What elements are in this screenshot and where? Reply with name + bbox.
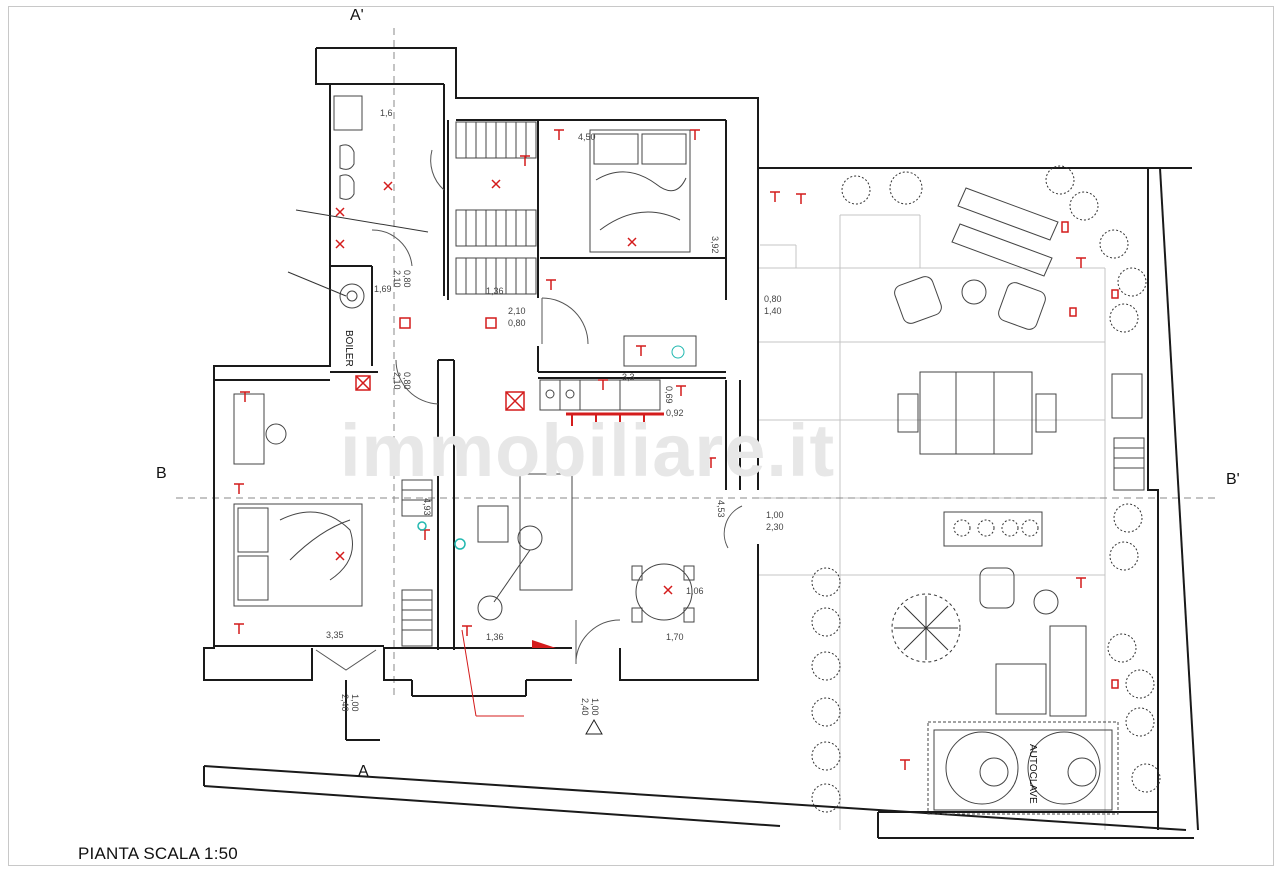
section-lines xyxy=(176,28,1218,700)
section-label-b-prime: B' xyxy=(1226,471,1240,488)
entrance-marker xyxy=(585,718,603,735)
section-label-a: A xyxy=(358,763,369,780)
terrace-grid xyxy=(758,214,1106,830)
dimension-label: 4,93 xyxy=(422,498,432,516)
walls xyxy=(203,47,1199,839)
living-furniture xyxy=(477,473,695,623)
dimension-label: 1,06 xyxy=(686,586,704,596)
dimension-label: 1,70 xyxy=(666,632,684,642)
dimension-label: 1,6 xyxy=(380,108,393,118)
door-swings xyxy=(315,149,743,671)
dimension-label: 2,40 xyxy=(580,698,590,716)
dimension-labels: 1,6 4,50 3,92 1,36 1,69 2,10 0,80 0,80 1… xyxy=(326,108,784,716)
dimension-label: 3,3 xyxy=(622,372,635,382)
beds xyxy=(233,129,691,607)
plan-caption: PIANTA SCALA 1:50 xyxy=(78,844,238,863)
dimension-label: 2,10 xyxy=(392,372,402,390)
terrace-furniture xyxy=(894,187,1145,815)
dimension-label: 1,36 xyxy=(486,286,504,296)
dimension-label: 4,53 xyxy=(716,500,726,518)
section-label-b: B xyxy=(156,465,167,482)
dimension-label: 4,50 xyxy=(578,132,596,142)
dimension-label: 2,30 xyxy=(766,522,784,532)
bathroom-fixtures xyxy=(333,95,365,309)
room-label-autoclave: AUTOCLAVE xyxy=(1027,744,1038,804)
room-label-boiler: BOILER xyxy=(343,330,354,367)
electrical-marks xyxy=(234,129,1119,770)
dimension-label: 0,80 xyxy=(402,372,412,390)
dimension-label: 1,00 xyxy=(350,694,360,712)
dimension-label: 1,69 xyxy=(374,284,392,294)
dimension-label: 1,36 xyxy=(486,632,504,642)
stairs xyxy=(401,121,537,647)
dimension-label: 0,69 xyxy=(664,386,674,404)
dimension-label: 0,80 xyxy=(764,294,782,304)
dimension-label: 2,10 xyxy=(392,270,402,288)
dimension-label: 1,00 xyxy=(766,510,784,520)
dimension-label: 0,80 xyxy=(508,318,526,328)
dimension-label: 0,80 xyxy=(402,270,412,288)
plants xyxy=(811,165,1161,813)
dimension-label: 3,92 xyxy=(710,236,720,254)
dimension-label: 0,92 xyxy=(666,408,684,418)
dimension-label: 2,10 xyxy=(508,306,526,316)
section-label-a-prime: A' xyxy=(350,7,364,24)
dimension-label: 2,40 xyxy=(340,694,350,712)
dimension-label: 1,00 xyxy=(590,698,600,716)
dimension-label: 1,40 xyxy=(764,306,782,316)
electrical-panel xyxy=(532,640,556,648)
dimension-label: 3,35 xyxy=(326,630,344,640)
